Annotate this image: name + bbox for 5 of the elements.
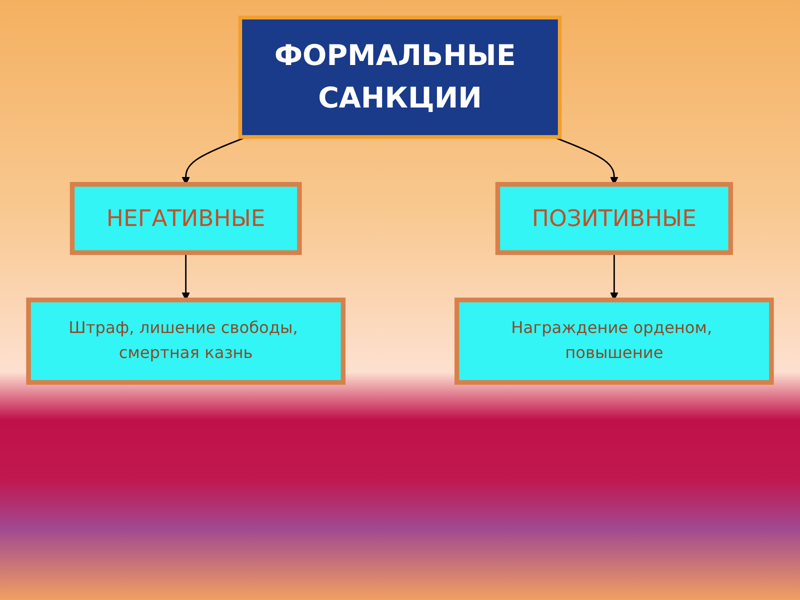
node-box: Штраф, лишение свободы, смертная казнь [26, 298, 346, 385]
node-box: ФОРМАЛЬНЫЕ САНКЦИИ [238, 16, 562, 139]
node-box: ПОЗИТИВНЫЕ [495, 182, 733, 255]
node-box: Награждение орденом, повышение [454, 298, 774, 385]
node-box: НЕГАТИВНЫЕ [70, 182, 302, 255]
